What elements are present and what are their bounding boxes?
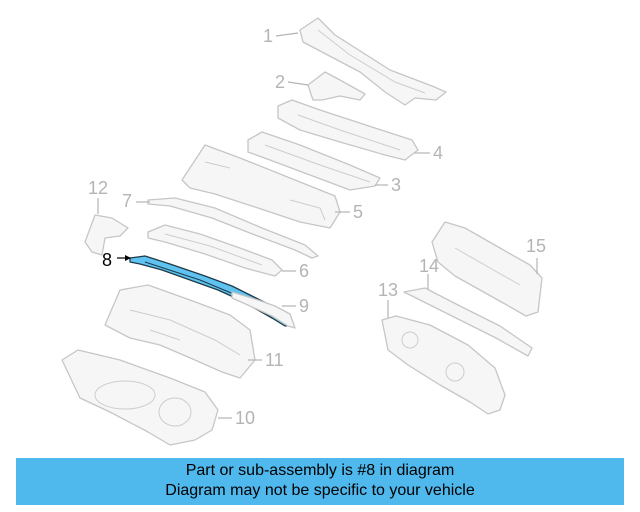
callout-5: 5	[353, 202, 363, 222]
leader-2	[287, 81, 309, 86]
callout-14: 14	[419, 256, 439, 276]
part-14-seal	[403, 287, 533, 357]
parts-diagram: 1 2 4 3 5 7 12 6	[61, 17, 546, 446]
callout-15: 15	[526, 236, 546, 256]
part-6-deflector	[147, 224, 283, 277]
callout-6: 6	[299, 261, 309, 281]
callout-11: 11	[265, 350, 284, 370]
callout-7: 7	[122, 191, 132, 211]
part-15-insulator	[431, 221, 543, 317]
part-13-lower-insulator	[381, 315, 506, 415]
callout-10: 10	[235, 408, 255, 428]
part-3-cowl-top	[247, 131, 381, 191]
banner-line-2: Diagram may not be specific to your vehi…	[165, 482, 475, 499]
part-2-bracket	[307, 71, 366, 101]
banner-line-1: Part or sub-assembly is #8 in diagram	[185, 462, 455, 479]
part-12-bracket	[84, 214, 129, 256]
callout-8: 8	[102, 250, 112, 270]
part-7-weatherstrip	[147, 197, 319, 259]
leader-1	[275, 32, 299, 37]
part-4-reinforcement	[277, 99, 419, 161]
callout-13: 13	[378, 280, 398, 300]
part-9-seal-strip	[231, 291, 296, 329]
leader-8-arrowhead	[125, 255, 131, 261]
part-5-cowl-vent	[181, 144, 341, 229]
callout-2: 2	[275, 72, 285, 92]
callout-12: 12	[88, 178, 108, 198]
callout-3: 3	[391, 175, 401, 195]
callout-9: 9	[299, 296, 309, 316]
part-10-lower-firewall	[61, 349, 219, 446]
part-1-cowl-panel	[299, 17, 447, 106]
part-info-banner: Part or sub-assembly is #8 in diagram Di…	[16, 458, 624, 505]
callout-1: 1	[263, 26, 273, 46]
callout-4: 4	[433, 143, 443, 163]
